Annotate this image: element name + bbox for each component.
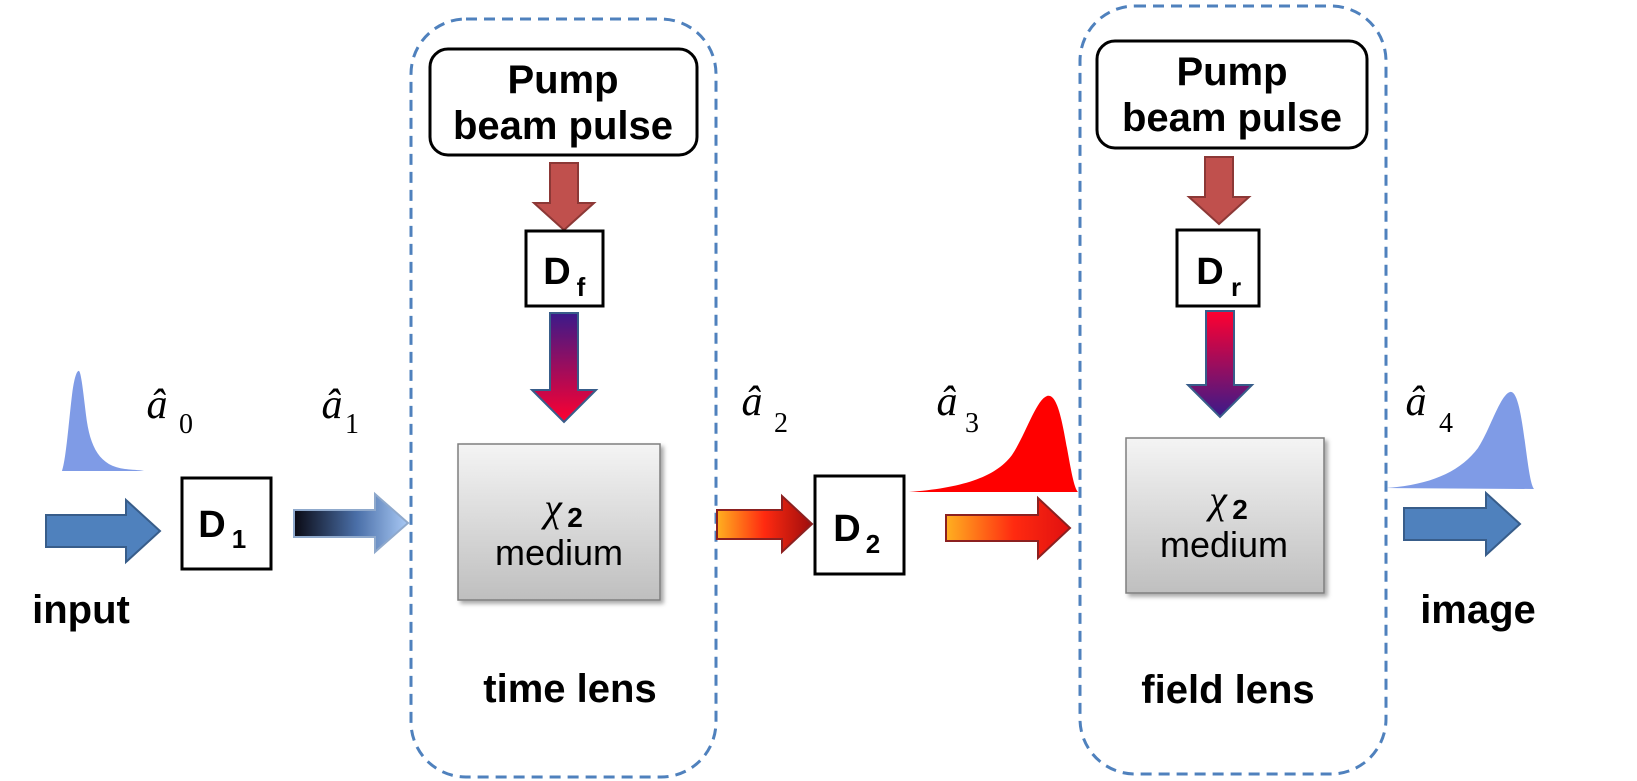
chi-subscript-time-lens: 2 bbox=[567, 502, 583, 533]
a3-subscript: 3 bbox=[965, 408, 979, 439]
pump-label-line2-field: beam pulse bbox=[1122, 96, 1342, 140]
medium-label-field-lens: medium bbox=[1160, 524, 1288, 565]
a4-subscript: 4 bbox=[1439, 408, 1453, 439]
phase-arrow-field-lens bbox=[1185, 310, 1255, 419]
a0-operator: â bbox=[147, 382, 168, 428]
a2-subscript: 2 bbox=[774, 408, 788, 439]
d1-output-arrow bbox=[293, 491, 410, 555]
pump-arrow-field-lens bbox=[1186, 156, 1252, 226]
output-pulse bbox=[1386, 391, 1534, 489]
df-subscript: f bbox=[577, 272, 586, 302]
field-lens-caption: field lens bbox=[1141, 668, 1314, 712]
chi-subscript-field-lens: 2 bbox=[1232, 494, 1248, 525]
pump-label-line1-field: Pump bbox=[1176, 50, 1287, 94]
image-caption: image bbox=[1420, 588, 1536, 632]
pump-box-field-lens bbox=[1095, 39, 1369, 150]
pump-box-time-lens bbox=[428, 47, 699, 157]
a2-operator: â bbox=[742, 379, 763, 425]
chi2-medium-time-lens bbox=[457, 443, 661, 601]
input-pulse bbox=[62, 370, 144, 471]
phase-arrow-time-lens bbox=[529, 312, 599, 424]
chi-symbol-field-lens: χ bbox=[1205, 477, 1228, 522]
dr-label: D bbox=[1196, 251, 1223, 293]
time-lens-group bbox=[409, 17, 718, 779]
image-arrow bbox=[1403, 490, 1522, 558]
pump-label-line2: beam pulse bbox=[453, 104, 673, 148]
d2-label: D bbox=[833, 508, 860, 550]
a3-operator: â bbox=[937, 379, 958, 425]
d1-label: D bbox=[198, 504, 225, 546]
df-label: D bbox=[543, 251, 570, 293]
dr-box bbox=[1175, 228, 1261, 308]
field-lens-group bbox=[1078, 4, 1388, 776]
chi2-medium-field-lens bbox=[1125, 437, 1325, 594]
input-caption: input bbox=[32, 588, 130, 632]
input-arrow bbox=[45, 497, 162, 565]
dr-subscript: r bbox=[1231, 272, 1241, 302]
a4-operator: â bbox=[1406, 379, 1427, 425]
a0-subscript: 0 bbox=[179, 409, 193, 440]
medium-label-time-lens: medium bbox=[495, 532, 623, 573]
d2-box bbox=[813, 474, 906, 576]
pump-arrow-time-lens bbox=[531, 162, 597, 232]
d2-subscript: 2 bbox=[866, 529, 880, 559]
pump-label-line1: Pump bbox=[507, 58, 618, 102]
time-lens-output-arrow bbox=[716, 493, 814, 555]
time-lens-caption: time lens bbox=[483, 667, 656, 711]
red-pulse bbox=[909, 395, 1078, 492]
d2-output-arrow bbox=[945, 495, 1072, 561]
d1-box bbox=[180, 476, 273, 571]
a1-operator: â bbox=[322, 382, 343, 428]
df-box bbox=[524, 229, 605, 308]
d1-subscript: 1 bbox=[232, 524, 246, 554]
a1-subscript: 1 bbox=[345, 409, 359, 440]
chi-symbol-time-lens: χ bbox=[540, 485, 563, 530]
